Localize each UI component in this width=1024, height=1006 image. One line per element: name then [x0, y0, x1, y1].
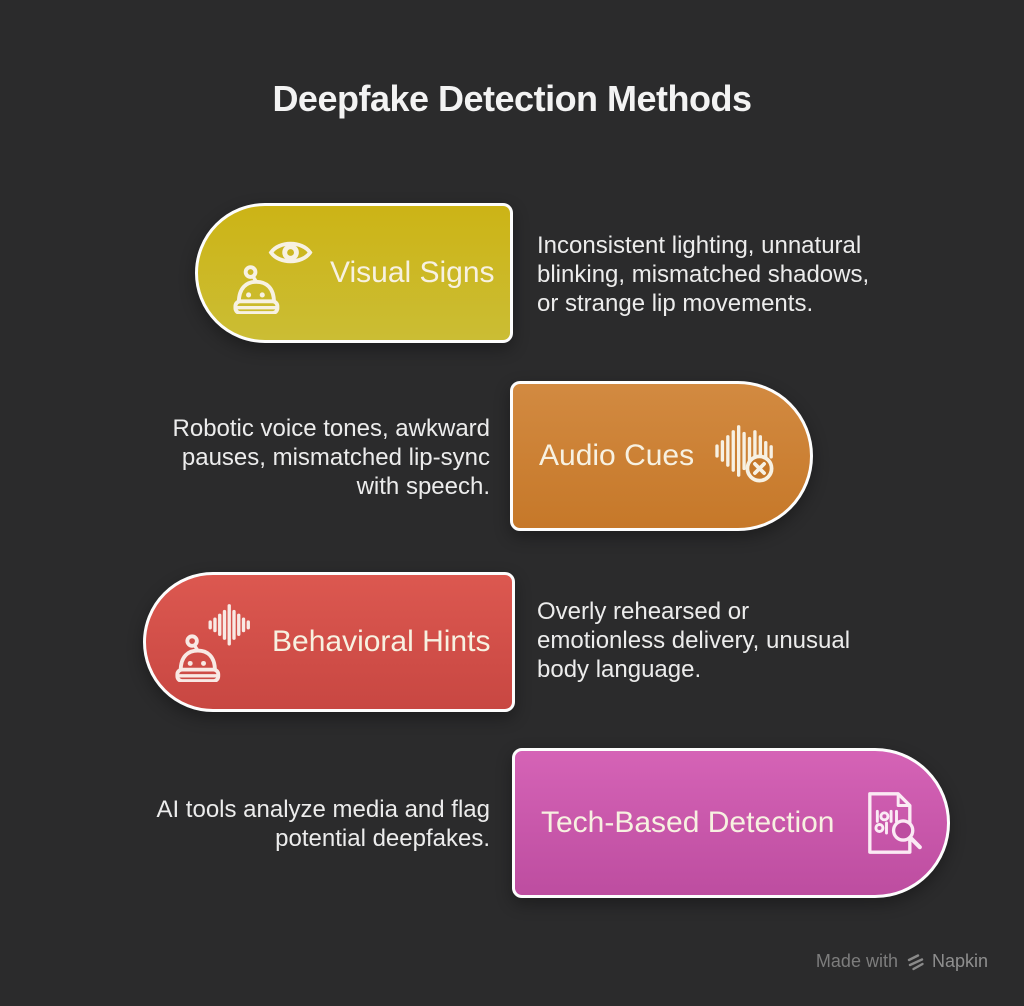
card-description: Inconsistent lighting, unnatural blinkin… — [537, 232, 870, 317]
audio-muted-icon — [715, 425, 774, 483]
watermark-prefix: Made with — [815, 951, 898, 971]
card-description: AI tools analyze media and flag potentia… — [156, 796, 490, 852]
document-scan-icon — [867, 792, 922, 854]
card-audio-cues: Audio Cues — [510, 381, 813, 531]
card-description: Overly rehearsed or emotionless delivery… — [537, 598, 851, 683]
card-tech-based-detection: Tech-Based Detection — [512, 748, 950, 898]
watermark: Made with Napkin — [816, 951, 988, 972]
card-label: Audio Cues — [539, 439, 695, 472]
card-label: Visual Signs — [330, 256, 495, 289]
card-label: Tech-Based Detection — [541, 806, 835, 839]
card-description: Robotic voice tones, awkward pauses, mis… — [172, 415, 490, 500]
watermark-brand: Napkin — [931, 951, 988, 971]
card-visual-signs: Visual Signs — [195, 203, 513, 343]
robot-eye-icon — [233, 241, 313, 314]
napkin-logo-icon — [907, 953, 924, 970]
card-behavioral-hints: Behavioral Hints — [143, 572, 515, 712]
card-label: Behavioral Hints — [272, 625, 491, 658]
page-title: Deepfake Detection Methods — [272, 78, 752, 119]
robot-voice-icon — [175, 604, 250, 682]
